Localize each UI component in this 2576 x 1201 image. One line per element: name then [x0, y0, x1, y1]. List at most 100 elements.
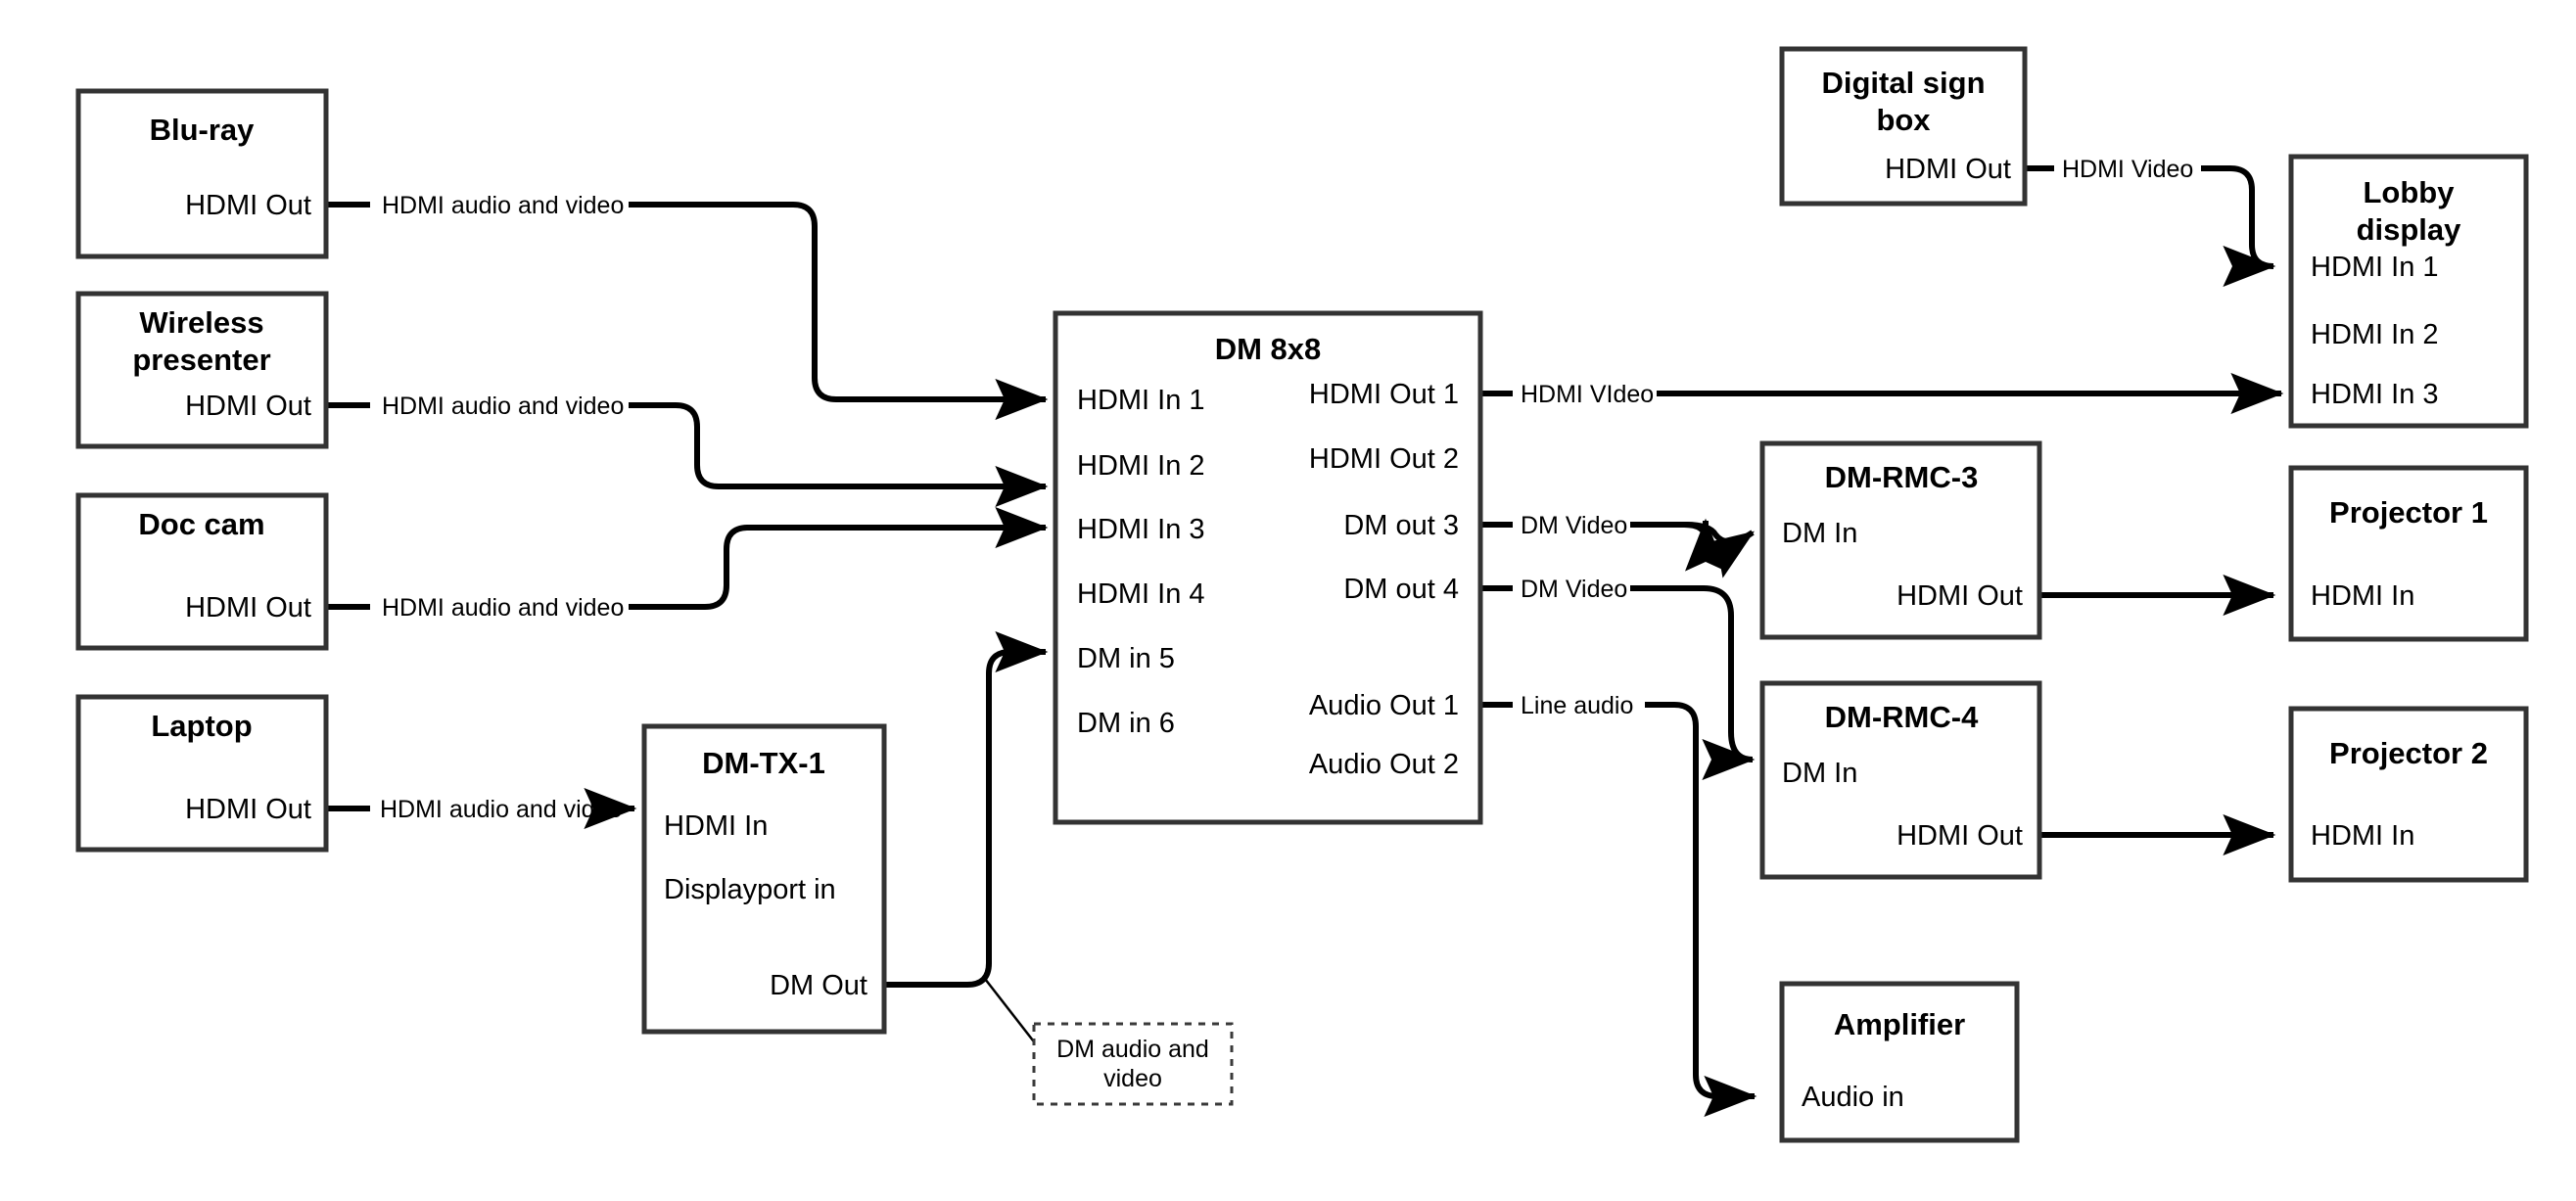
node-box[interactable] — [641, 723, 887, 1035]
node-title-dm8x8: DM 8x8 — [1215, 332, 1322, 366]
edge-label-hdmi-av-1: HDMI audio and video — [382, 192, 624, 219]
port-dm8x8-dm-in-6: DM in 6 — [1077, 708, 1175, 739]
node-dm-8x8[interactable]: DM 8x8 HDMI In 1 HDMI In 2 HDMI In 3 HDM… — [1053, 310, 1483, 825]
callout-label-line2: video — [1103, 1065, 1162, 1092]
edge-path — [2201, 165, 2276, 287]
edge-path — [884, 631, 1049, 988]
edge-dm8x8-to-lobby-in3: HDMI VIdeo — [1480, 373, 2284, 414]
node-box[interactable] — [75, 88, 329, 259]
edge-path — [629, 507, 1049, 610]
edge-label-hdmi-av-2: HDMI audio and video — [382, 393, 624, 420]
port-rmc3-hdmi-out: HDMI Out — [1897, 580, 2023, 612]
edge-dm8x8-to-amplifier: Line audio — [1480, 692, 1757, 1117]
node-title-rmc3: DM-RMC-3 — [1825, 460, 1979, 494]
edge-dm8x8-to-rmc4: DM Video — [1480, 576, 1756, 780]
port-dm8x8-dm-in-5: DM in 5 — [1077, 643, 1175, 674]
port-dm8x8-hdmi-in-2: HDMI In 2 — [1077, 450, 1205, 482]
port-dmtx1-dm-out: DM Out — [770, 970, 867, 1001]
edge-path — [629, 402, 1049, 507]
port-dm8x8-audio-out-1: Audio Out 1 — [1309, 690, 1459, 721]
node-box[interactable] — [2288, 154, 2529, 429]
port-dm8x8-dm-out-3: DM out 3 — [1343, 510, 1459, 541]
edge-label-dm-video-4: DM Video — [1521, 576, 1627, 603]
port-lobby-hdmi-in-1: HDMI In 1 — [2311, 252, 2439, 283]
node-title-projector2: Projector 2 — [2329, 736, 2488, 770]
edge-wireless-to-dm8x8: HDMI audio and video — [326, 393, 1049, 507]
node-projector-1[interactable]: Projector 1 HDMI In — [2288, 465, 2529, 642]
node-doc-cam[interactable]: Doc cam HDMI Out — [75, 492, 329, 651]
node-box[interactable] — [1759, 680, 2042, 880]
node-projector-2[interactable]: Projector 2 HDMI In — [2288, 706, 2529, 883]
edge-label-hdmi-video-out1: HDMI VIdeo — [1521, 381, 1654, 408]
node-title-lobby-line2: display — [2357, 212, 2462, 247]
node-title-signbox-line1: Digital sign — [1821, 66, 1985, 100]
port-dmtx1-displayport-in: Displayport in — [664, 874, 836, 905]
node-title-projector1: Projector 1 — [2329, 495, 2488, 530]
edge-path — [1630, 585, 1756, 780]
node-box[interactable] — [2288, 706, 2529, 883]
port-dm8x8-hdmi-in-1: HDMI In 1 — [1077, 385, 1205, 416]
node-box[interactable] — [75, 291, 329, 449]
port-lobby-hdmi-in-2: HDMI In 2 — [2311, 319, 2439, 350]
edge-laptop-to-dmtx1: HDMI audio and video — [326, 788, 637, 829]
node-box[interactable] — [75, 492, 329, 651]
callout-box-dm-audio-video — [1032, 1022, 1234, 1106]
port-projector1-hdmi-in: HDMI In — [2311, 580, 2414, 612]
port-rmc4-hdmi-out: HDMI Out — [1897, 820, 2023, 852]
node-box[interactable] — [1759, 440, 2042, 640]
edge-doccam-to-dm8x8: HDMI audio and video — [326, 507, 1049, 622]
port-rmc3-dm-in: DM In — [1782, 518, 1857, 549]
node-title-signbox-line2: box — [1876, 103, 1931, 137]
edge-label-dm-video-3: DM Video — [1521, 512, 1627, 539]
port-bluray-hdmi-out: HDMI Out — [185, 190, 311, 221]
node-title-wireless-line2: presenter — [132, 343, 270, 377]
node-box[interactable] — [75, 694, 329, 853]
node-laptop[interactable]: Laptop HDMI Out — [75, 694, 329, 853]
edge-bluray-to-dm8x8: HDMI audio and video — [326, 192, 1049, 420]
node-box[interactable] — [1779, 981, 2020, 1143]
node-title-doccam: Doc cam — [138, 507, 264, 541]
edge-path-curve — [1630, 522, 1755, 578]
port-lobby-hdmi-in-3: HDMI In 3 — [2311, 379, 2439, 410]
edge-label-hdmi-av-3: HDMI audio and video — [382, 594, 624, 622]
edge-label-hdmi-av-4: HDMI audio and video — [380, 796, 622, 823]
edge-dmtx1-to-dm8x8: DM audio and video — [884, 631, 1234, 1106]
node-digital-sign-box[interactable]: Digital sign box HDMI Out — [1779, 46, 2028, 207]
callout-leader-line — [984, 978, 1041, 1050]
node-dm-rmc-3[interactable]: DM-RMC-3 DM In HDMI Out — [1759, 440, 2042, 640]
node-lobby-display[interactable]: Lobby display HDMI In 1 HDMI In 2 HDMI I… — [2288, 154, 2529, 429]
port-wireless-hdmi-out: HDMI Out — [185, 391, 311, 422]
node-title-rmc4: DM-RMC-4 — [1825, 700, 1979, 734]
edge-signbox-to-lobby-in1: HDMI Video — [2025, 156, 2276, 287]
port-laptop-hdmi-out: HDMI Out — [185, 794, 311, 825]
port-dm8x8-hdmi-out-2: HDMI Out 2 — [1309, 443, 1459, 475]
node-bluray[interactable]: Blu-ray HDMI Out — [75, 88, 329, 259]
edge-label-hdmi-video-sign: HDMI Video — [2062, 156, 2193, 183]
port-dm8x8-audio-out-2: Audio Out 2 — [1309, 749, 1459, 780]
node-box[interactable] — [2288, 465, 2529, 642]
callout-label-line1: DM audio and — [1056, 1036, 1209, 1063]
node-wireless-presenter[interactable]: Wireless presenter HDMI Out — [75, 291, 329, 449]
port-amplifier-audio-in: Audio in — [1802, 1082, 1904, 1113]
node-title-amplifier: Amplifier — [1834, 1007, 1965, 1041]
node-box[interactable] — [1779, 46, 2028, 207]
edge-label-line-audio: Line audio — [1521, 692, 1633, 719]
edge-path — [629, 202, 1049, 420]
port-dm8x8-hdmi-in-4: HDMI In 4 — [1077, 578, 1205, 610]
port-rmc4-dm-in: DM In — [1782, 758, 1857, 789]
port-dmtx1-hdmi-in: HDMI In — [664, 810, 768, 842]
port-dm8x8-hdmi-out-1: HDMI Out 1 — [1309, 379, 1459, 410]
edge-path — [1645, 702, 1757, 1117]
node-dm-tx-1[interactable]: DM-TX-1 HDMI In Displayport in DM Out — [641, 723, 887, 1035]
node-box[interactable] — [1053, 310, 1483, 825]
node-title-dmtx1: DM-TX-1 — [702, 746, 825, 780]
port-dm8x8-hdmi-in-3: HDMI In 3 — [1077, 514, 1205, 545]
port-signbox-hdmi-out: HDMI Out — [1885, 154, 2011, 185]
node-amplifier[interactable]: Amplifier Audio in — [1779, 981, 2020, 1143]
node-dm-rmc-4[interactable]: DM-RMC-4 DM In HDMI Out — [1759, 680, 2042, 880]
node-title-wireless-line1: Wireless — [139, 305, 263, 340]
port-doccam-hdmi-out: HDMI Out — [185, 592, 311, 624]
port-dm8x8-dm-out-4: DM out 4 — [1343, 574, 1459, 605]
